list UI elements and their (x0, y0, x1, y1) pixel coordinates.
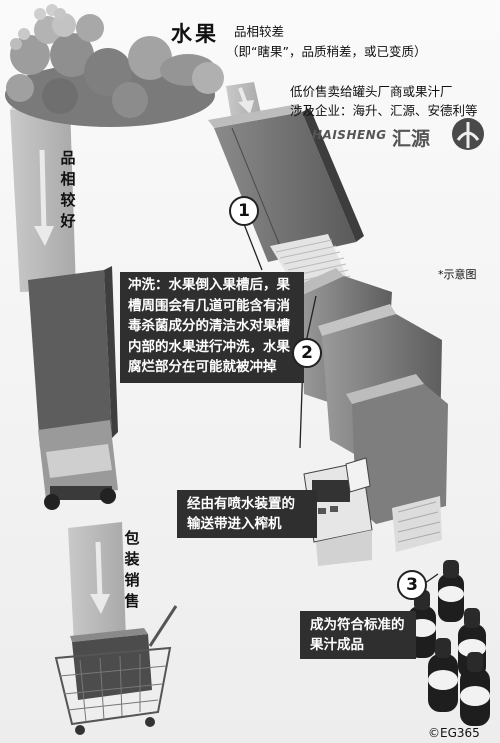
fruit-pile-icon (5, 4, 224, 127)
companies-label: 涉及企业：海升、汇源、安德利等 (290, 103, 478, 118)
copyright: ©EG365 (428, 726, 480, 740)
logos (452, 118, 484, 150)
control-console-icon (303, 457, 373, 566)
wash-tank-icon (208, 104, 364, 262)
step-1-description: 冲洗：水果倒入果槽后，果槽周围会有几道可能含有消毒杀菌成分的清洁水对果槽内部的水… (120, 272, 304, 383)
haisheng-logo: HAISHENG (312, 128, 387, 142)
step-2-description: 经由有喷水装置的输送带进入榨机 (177, 490, 317, 538)
fruit-label: 水果 (171, 22, 219, 46)
truck-icon (28, 266, 118, 510)
step-3-description: 成为符合标准的果汁成品 (300, 611, 416, 659)
quality-poor-detail: （即“瞎果”，品质稍差，或已变质） (226, 44, 427, 59)
arrow-down-left-icon (34, 149, 54, 246)
huiyuan-logo: 汇源 (392, 128, 431, 150)
andre-logo-icon (451, 117, 485, 151)
juicer-machine-icon (296, 268, 448, 552)
step-2-marker: 2 (292, 338, 322, 368)
diagram-note: *示意图 (438, 268, 477, 281)
arrow-down-right-icon (238, 87, 254, 114)
shopping-cart-icon (54, 605, 178, 735)
step-3-marker: 3 (397, 570, 427, 600)
packaging-sale-label: 包装销售 (124, 529, 140, 610)
quality-poor-sale: 低价售卖给罐头厂商或果汁厂 (290, 84, 453, 99)
step-1-marker: 1 (229, 196, 259, 226)
quality-poor-title: 品相较差 (234, 24, 285, 39)
quality-good-label: 品相较好 (60, 149, 76, 230)
arrow-down-lower-icon (90, 541, 110, 614)
